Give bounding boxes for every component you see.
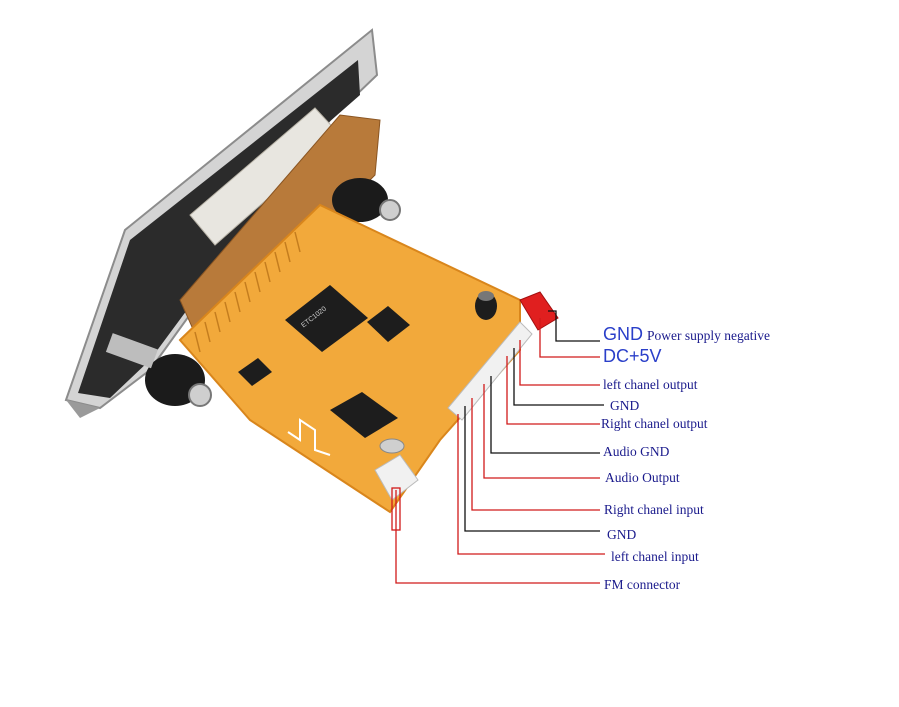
lead-gnd2 xyxy=(464,406,600,532)
pin-header xyxy=(194,231,301,353)
label-gnd-power-sub: Power supply negative xyxy=(647,328,770,343)
lead-gnd-power xyxy=(548,310,600,342)
label-right-out: Right chanel output xyxy=(601,416,708,431)
fm-pin xyxy=(391,487,401,531)
label-left-out: left chanel output xyxy=(603,377,698,392)
lead-gnd1 xyxy=(513,348,604,406)
chip-4 xyxy=(238,358,272,386)
lead-left-in xyxy=(457,414,605,555)
chip-2 xyxy=(367,306,410,342)
lead-fm xyxy=(395,490,600,584)
main-chip xyxy=(285,285,368,352)
capacitor-top xyxy=(478,291,494,301)
label-gnd1: GND xyxy=(610,398,640,413)
front-panel-edge xyxy=(66,400,100,418)
lead-right-out xyxy=(506,356,600,425)
label-gnd-power-main: GND xyxy=(603,324,643,344)
label-audio-gnd: Audio GND xyxy=(603,444,670,459)
bluetooth-antenna xyxy=(287,418,331,456)
label-left-in: left chanel input xyxy=(611,549,699,564)
label-dc5v: DC+5V xyxy=(603,346,662,366)
lead-audio-gnd xyxy=(490,376,600,454)
shaft-left xyxy=(105,333,158,369)
label-fm: FM connector xyxy=(604,577,681,592)
lead-audio-out xyxy=(483,384,600,479)
label-gnd-power: GND Power supply negative xyxy=(603,324,770,345)
power-connector xyxy=(519,291,559,331)
chip-3 xyxy=(330,392,398,438)
lead-dc5v xyxy=(539,318,600,358)
label-gnd2: GND xyxy=(607,527,637,542)
screw-top xyxy=(379,199,401,221)
fm-connector-socket xyxy=(374,454,419,501)
label-audio-out: Audio Output xyxy=(605,470,680,485)
label-right-in: Right chanel input xyxy=(604,502,704,517)
crystal xyxy=(379,438,405,454)
knob-top xyxy=(332,178,388,222)
lead-right-in xyxy=(471,398,600,511)
screw-bottom xyxy=(188,383,212,407)
lead-left-out xyxy=(519,340,600,386)
io-connector-strip xyxy=(447,321,533,421)
